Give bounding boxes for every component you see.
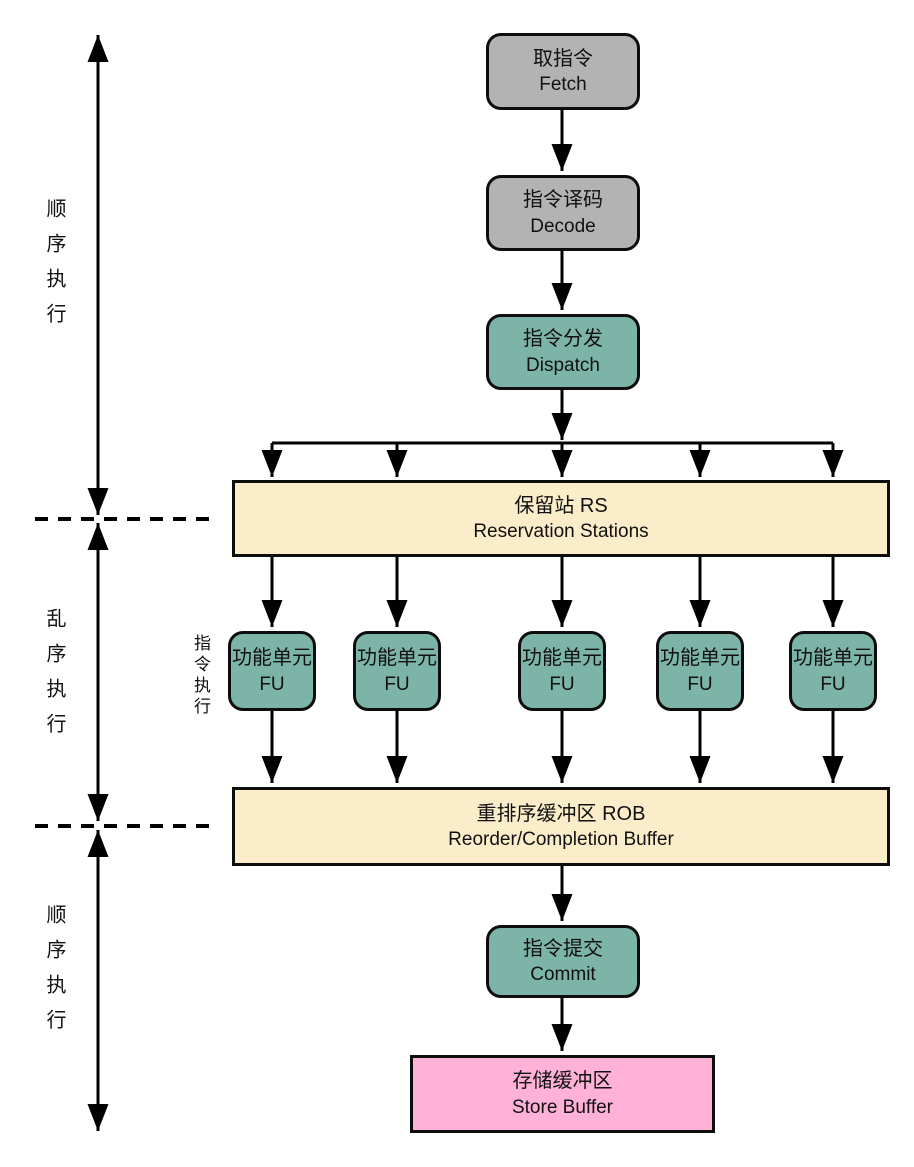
node-fu-5: 功能单元 FU <box>789 631 877 711</box>
node-fu-4-label-en: FU <box>687 673 713 695</box>
node-store-buffer: 存储缓冲区 Store Buffer <box>410 1055 715 1133</box>
node-dispatch-label-zh: 指令分发 <box>523 328 603 351</box>
node-fu-4: 功能单元 FU <box>656 631 744 711</box>
node-fu-2-label-en: FU <box>384 673 410 695</box>
node-reservation-stations: 保留站 RS Reservation Stations <box>232 480 890 557</box>
node-fu-1-label-en: FU <box>259 673 285 695</box>
node-reorder-buffer: 重排序缓冲区 ROB Reorder/Completion Buffer <box>232 787 890 866</box>
node-fu-3: 功能单元 FU <box>518 631 606 711</box>
node-dispatch: 指令分发 Dispatch <box>486 314 640 390</box>
node-fu-4-label-zh: 功能单元 <box>660 647 740 670</box>
label-in-order-bottom: 顺序执行 <box>43 904 65 1044</box>
node-fu-1: 功能单元 FU <box>228 631 316 711</box>
node-rs-label-zh: 保留站 RS <box>514 494 608 517</box>
node-fu-3-label-zh: 功能单元 <box>522 647 602 670</box>
node-fu-2: 功能单元 FU <box>353 631 441 711</box>
node-store-label-en: Store Buffer <box>511 1096 614 1118</box>
node-fetch: 取指令 Fetch <box>486 33 640 110</box>
node-decode-label-zh: 指令译码 <box>523 189 603 212</box>
node-rob-label-en: Reorder/Completion Buffer <box>448 829 674 851</box>
label-out-of-order: 乱序执行 <box>43 608 65 748</box>
node-fu-1-label-zh: 功能单元 <box>232 647 312 670</box>
node-rs-label-en: Reservation Stations <box>473 521 649 543</box>
node-rob-label-zh: 重排序缓冲区 ROB <box>476 802 646 825</box>
node-fetch-label-en: Fetch <box>539 74 587 96</box>
node-fetch-label-zh: 取指令 <box>533 47 593 70</box>
node-fu-5-label-en: FU <box>820 673 846 695</box>
node-fu-5-label-zh: 功能单元 <box>793 647 873 670</box>
node-decode: 指令译码 Decode <box>486 175 640 251</box>
node-commit: 指令提交 Commit <box>486 925 640 998</box>
node-fu-3-label-en: FU <box>549 673 575 695</box>
label-in-order-top: 顺序执行 <box>43 198 65 338</box>
node-fu-2-label-zh: 功能单元 <box>357 647 437 670</box>
node-commit-label-zh: 指令提交 <box>523 937 603 960</box>
label-instruction-execution: 指令执行 <box>191 634 210 718</box>
node-dispatch-label-en: Dispatch <box>526 354 600 376</box>
node-commit-label-en: Commit <box>530 964 596 986</box>
node-decode-label-en: Decode <box>530 215 596 237</box>
node-store-label-zh: 存储缓冲区 <box>512 1070 613 1093</box>
